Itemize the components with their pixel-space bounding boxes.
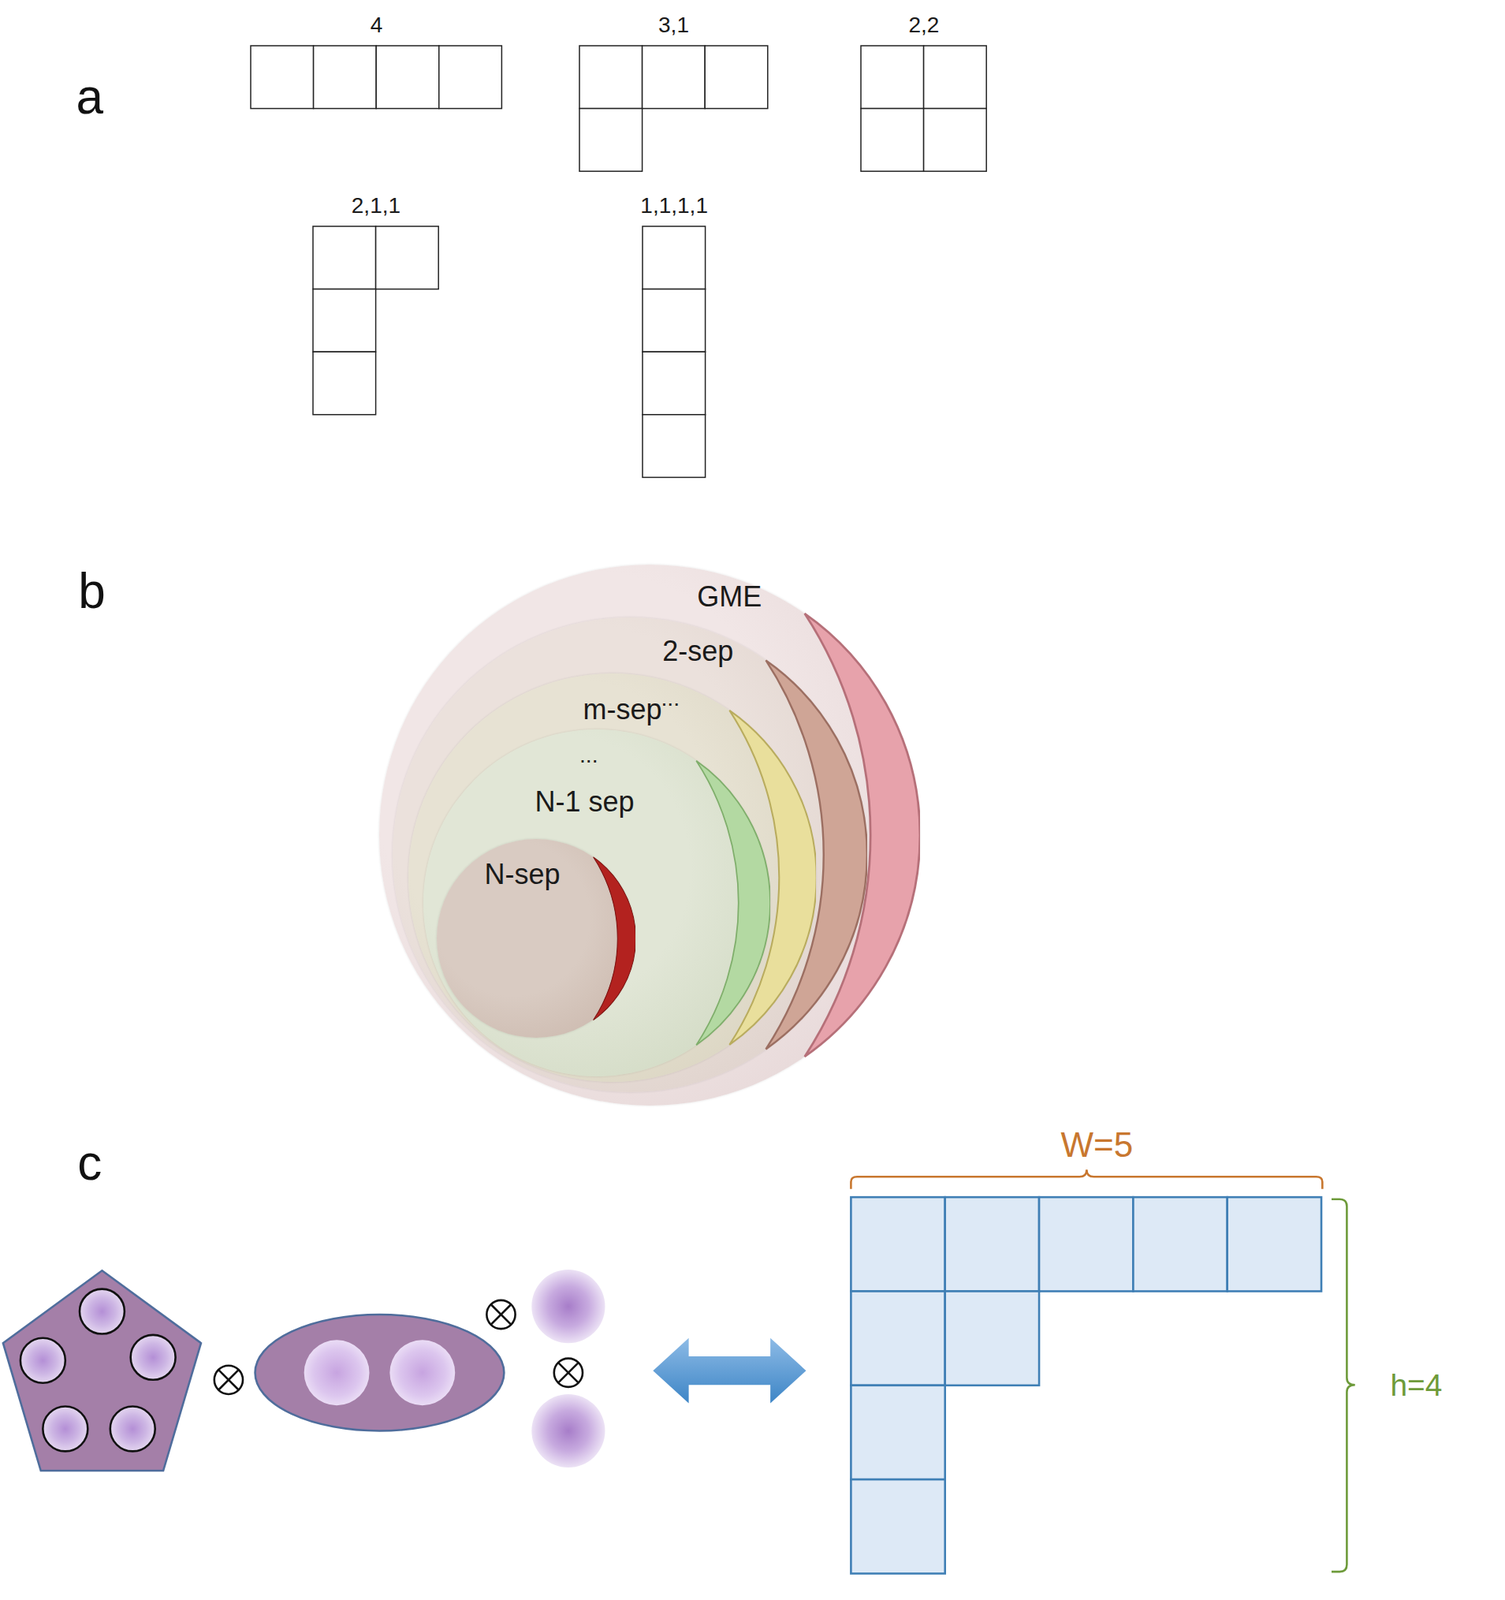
young-diagram: 4: [250, 12, 502, 111]
ellipsis-mark: ...: [579, 742, 599, 768]
young-diagram: 3,1: [579, 12, 768, 173]
five-particle-pentagon: [3, 1270, 202, 1471]
width-brace: [850, 1169, 1323, 1189]
single-particle: [531, 1269, 605, 1468]
class-label: N-sep: [484, 858, 561, 891]
partition-label: 1,1,1,1: [637, 193, 712, 219]
separability-sphere: N-sep: [436, 838, 636, 1038]
panel-letter: b: [78, 564, 106, 619]
class-label: N-1 sep: [535, 786, 635, 818]
young-diagram: 1,1,1,1: [637, 193, 712, 479]
height-label: h=4: [1389, 1368, 1442, 1403]
double-arrow: [652, 1337, 806, 1404]
class-label: GME: [696, 581, 762, 613]
young-cells: [312, 225, 440, 416]
young-diagram: 2,1,1: [312, 193, 439, 417]
class-label: 2-sep: [662, 635, 734, 667]
panel-letter: c: [77, 1136, 102, 1190]
ellipsis-mark: ...: [660, 685, 680, 711]
class-label: m-sep: [582, 693, 662, 726]
width-label: W=5: [1060, 1125, 1133, 1164]
young-cells: [860, 44, 988, 172]
separability-sphere: m-sepN-1 sepN-sep: [408, 673, 817, 1082]
partition-label: 2,2: [860, 12, 987, 38]
two-particle-ellipse: [255, 1314, 505, 1431]
height-brace: [1331, 1199, 1356, 1572]
partition-label: 2,1,1: [312, 193, 439, 219]
young-cells: [249, 44, 503, 110]
separability-sphere: N-1 sepN-sep: [423, 729, 771, 1077]
young-diagram: 2,2: [860, 12, 987, 173]
partition-label: 4: [250, 12, 502, 38]
panel-letter: a: [76, 70, 105, 124]
young-cells: [578, 44, 769, 172]
separability-sphere: 2-sepm-sepN-1 sepN-sep: [392, 617, 868, 1092]
separability-sphere: GME2-sepm-sepN-1 sepN-sep: [379, 564, 921, 1106]
partition-label: 3,1: [579, 12, 768, 38]
young-cells: [641, 225, 707, 478]
young-diagram-c: [850, 1196, 1322, 1573]
